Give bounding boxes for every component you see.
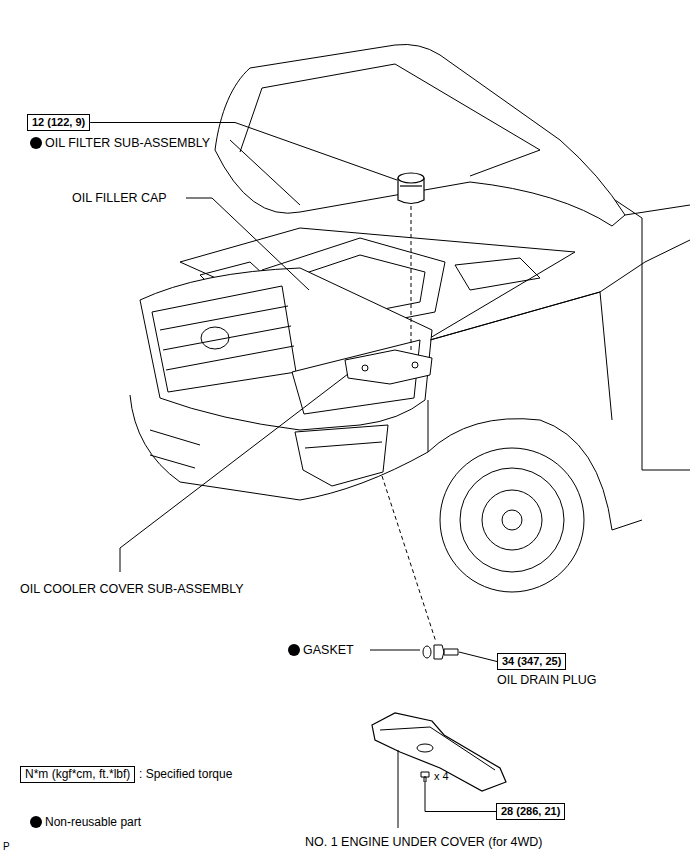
rim bbox=[460, 468, 564, 572]
leader-line bbox=[398, 750, 399, 828]
hood bbox=[215, 44, 625, 226]
oil-filter-top bbox=[398, 173, 424, 183]
under-cover-hole bbox=[417, 744, 433, 752]
part-name: OIL COOLER COVER SUB-ASSEMBLY bbox=[20, 582, 244, 596]
hub bbox=[482, 490, 542, 550]
under-cover bbox=[372, 713, 506, 791]
install-line bbox=[382, 476, 436, 642]
leader-lines bbox=[120, 198, 420, 828]
under-cover-edge bbox=[380, 727, 495, 770]
front-fascia bbox=[140, 268, 432, 430]
torque-value: N*m (kgf*cm, ft.*lbf) bbox=[25, 767, 130, 781]
leader-line bbox=[370, 650, 420, 651]
part-name: OIL DRAIN PLUG bbox=[497, 673, 597, 687]
bolt-symbol bbox=[421, 772, 429, 782]
emblem bbox=[201, 327, 229, 349]
oil-filter-band bbox=[400, 185, 422, 186]
figure-code: P bbox=[3, 840, 10, 854]
reservoir bbox=[455, 258, 540, 290]
part-name: GASKET bbox=[303, 643, 354, 657]
tire bbox=[440, 448, 584, 592]
torque-value: 28 (286, 21) bbox=[501, 805, 560, 817]
gasket-symbol bbox=[423, 646, 431, 658]
leader-line bbox=[425, 783, 496, 812]
torque-box: 34 (347, 25) bbox=[497, 653, 566, 670]
oil-pan-rib bbox=[305, 442, 382, 448]
oil-pan bbox=[295, 425, 388, 486]
install-line bbox=[411, 206, 412, 352]
torque-box: 28 (286, 21) bbox=[496, 803, 565, 820]
leader-line bbox=[186, 198, 309, 290]
legend-swatch bbox=[30, 816, 42, 828]
non-reusable-mark bbox=[30, 137, 42, 149]
bumper bbox=[130, 395, 428, 500]
windshield-edge bbox=[625, 205, 690, 215]
legend-torque-box: N*m (kgf*cm, ft.*lbf) bbox=[20, 766, 135, 783]
part-name: OIL FILLER CAP bbox=[72, 191, 167, 205]
a-pillar bbox=[600, 190, 690, 470]
grille bbox=[152, 286, 296, 392]
legend-text: Non-reusable part bbox=[45, 815, 141, 829]
leader-line bbox=[120, 374, 348, 572]
torque-value: 12 (122, 9) bbox=[32, 116, 85, 128]
cover-bolt bbox=[412, 362, 418, 368]
grille-bars bbox=[160, 306, 294, 370]
drain-plug-symbol bbox=[434, 645, 458, 659]
hood-stay bbox=[230, 140, 300, 205]
torque-box: 12 (122, 9) bbox=[27, 114, 90, 131]
vehicle-body bbox=[130, 44, 690, 592]
fender-top bbox=[430, 292, 612, 420]
legend-text: : Specified torque bbox=[139, 767, 232, 781]
bumper-detail bbox=[150, 430, 200, 468]
quantity-note: x 4 bbox=[434, 769, 449, 783]
leader-line bbox=[459, 652, 497, 662]
torque-value: 34 (347, 25) bbox=[502, 655, 561, 667]
part-name: OIL FILTER SUB-ASSEMBLY bbox=[45, 136, 210, 150]
install-lines bbox=[382, 206, 436, 642]
hub-cap bbox=[502, 510, 522, 530]
oil-filter bbox=[398, 173, 424, 204]
non-reusable-mark bbox=[288, 644, 300, 656]
legend-swatch-holder bbox=[29, 815, 43, 829]
part-name: NO. 1 ENGINE UNDER COVER (for 4WD) bbox=[305, 835, 543, 849]
oil-cooler-cover bbox=[345, 350, 432, 384]
cover-bolt bbox=[362, 365, 368, 371]
leader-line bbox=[90, 123, 397, 181]
hood-inner-panel bbox=[240, 64, 540, 176]
